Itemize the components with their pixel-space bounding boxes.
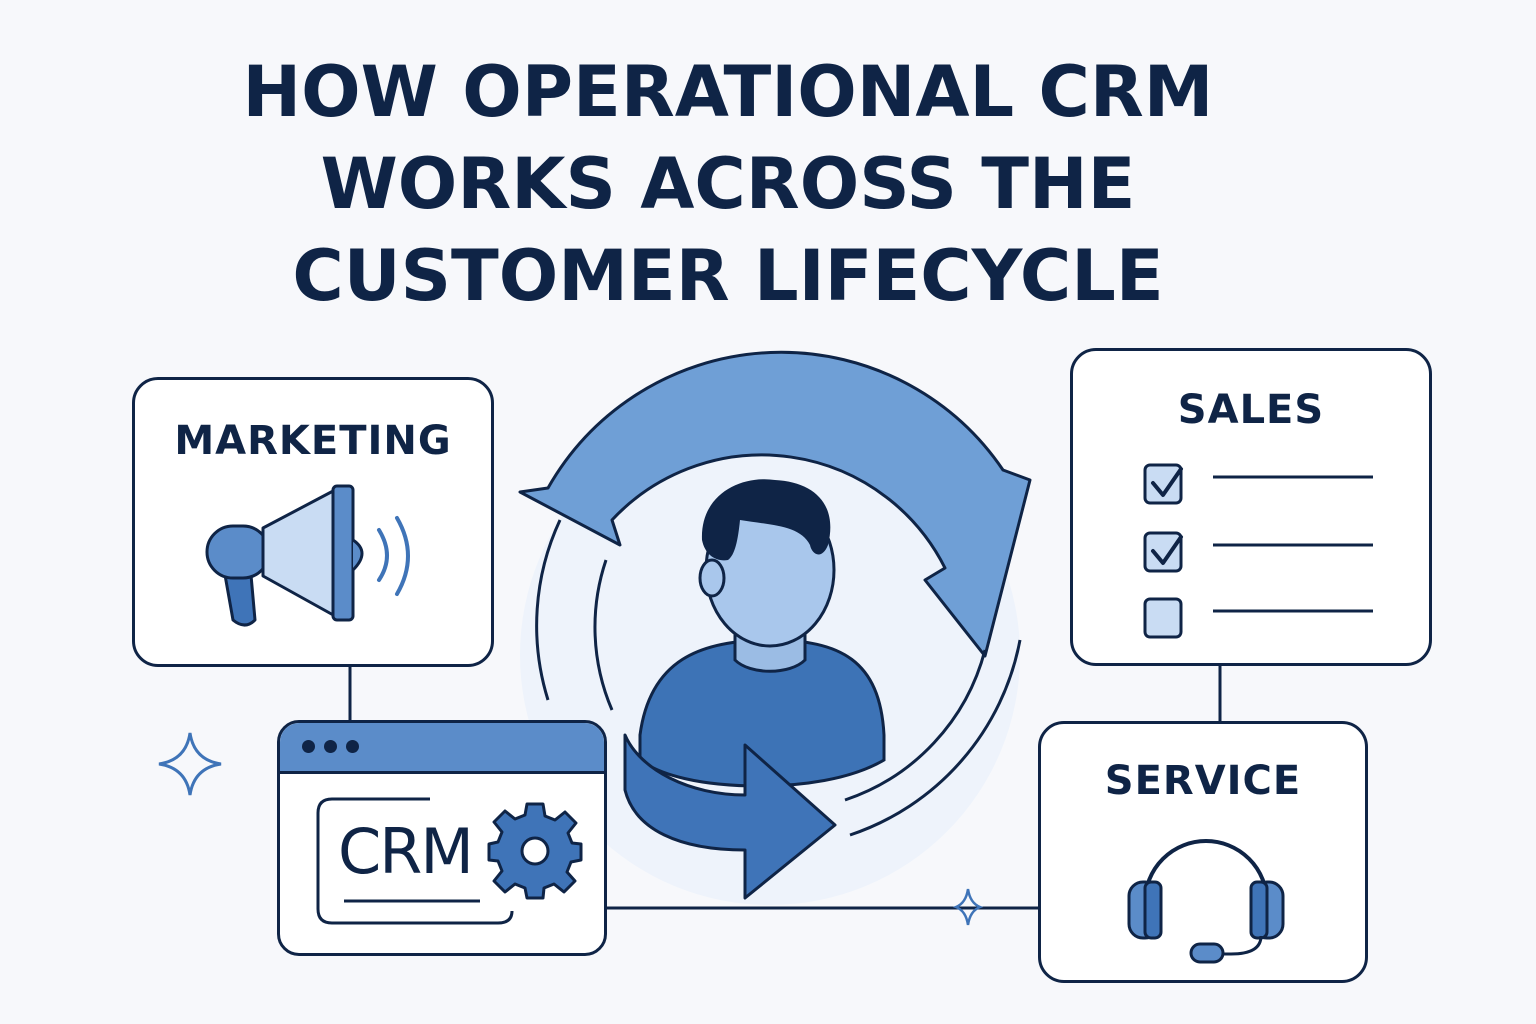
megaphone-icon [205,484,410,627]
cycle-arrow-left [535,519,562,701]
crm-window-titlebar [280,723,604,774]
sales-card: SALES [1070,348,1432,666]
headset-icon [1127,839,1285,964]
window-dot-icon [302,740,315,753]
sales-label: SALES [1177,387,1325,433]
service-label: SERVICE [1104,758,1302,804]
checklist-item-2 [1143,531,1373,573]
marketing-label: MARKETING [174,418,452,464]
cycle-arrow-left-inner [593,559,614,711]
cycle-arrow-right-inner [844,649,987,802]
cycle-arrow-bottom [623,733,837,900]
marketing-card: MARKETING [132,377,494,667]
gear-icon [487,802,583,900]
title-line-3: CUSTOMER LIFECYCLE [292,235,1164,317]
title-line-2: WORKS ACROSS THE [320,143,1136,225]
crm-window-card: CRM [277,720,607,956]
checklist-item-3 [1143,597,1373,639]
sparkle-icon-small [952,888,984,926]
customer-avatar-icon [638,479,886,788]
cycle-arrow-right [849,639,1022,837]
crm-label: CRM [338,815,474,888]
window-dot-icon [324,740,337,753]
checklist-icon [1143,463,1373,639]
cycle-arrow-top [518,350,1032,658]
page-title: HOW OPERATIONAL CRM WORKS ACROSS THE CUS… [0,46,1456,322]
checklist-item-1 [1143,463,1373,505]
crm-frame [316,797,514,925]
service-card: SERVICE [1038,721,1368,983]
title-line-1: HOW OPERATIONAL CRM [242,51,1214,133]
sparkle-icon [158,732,222,796]
window-dot-icon [346,740,359,753]
